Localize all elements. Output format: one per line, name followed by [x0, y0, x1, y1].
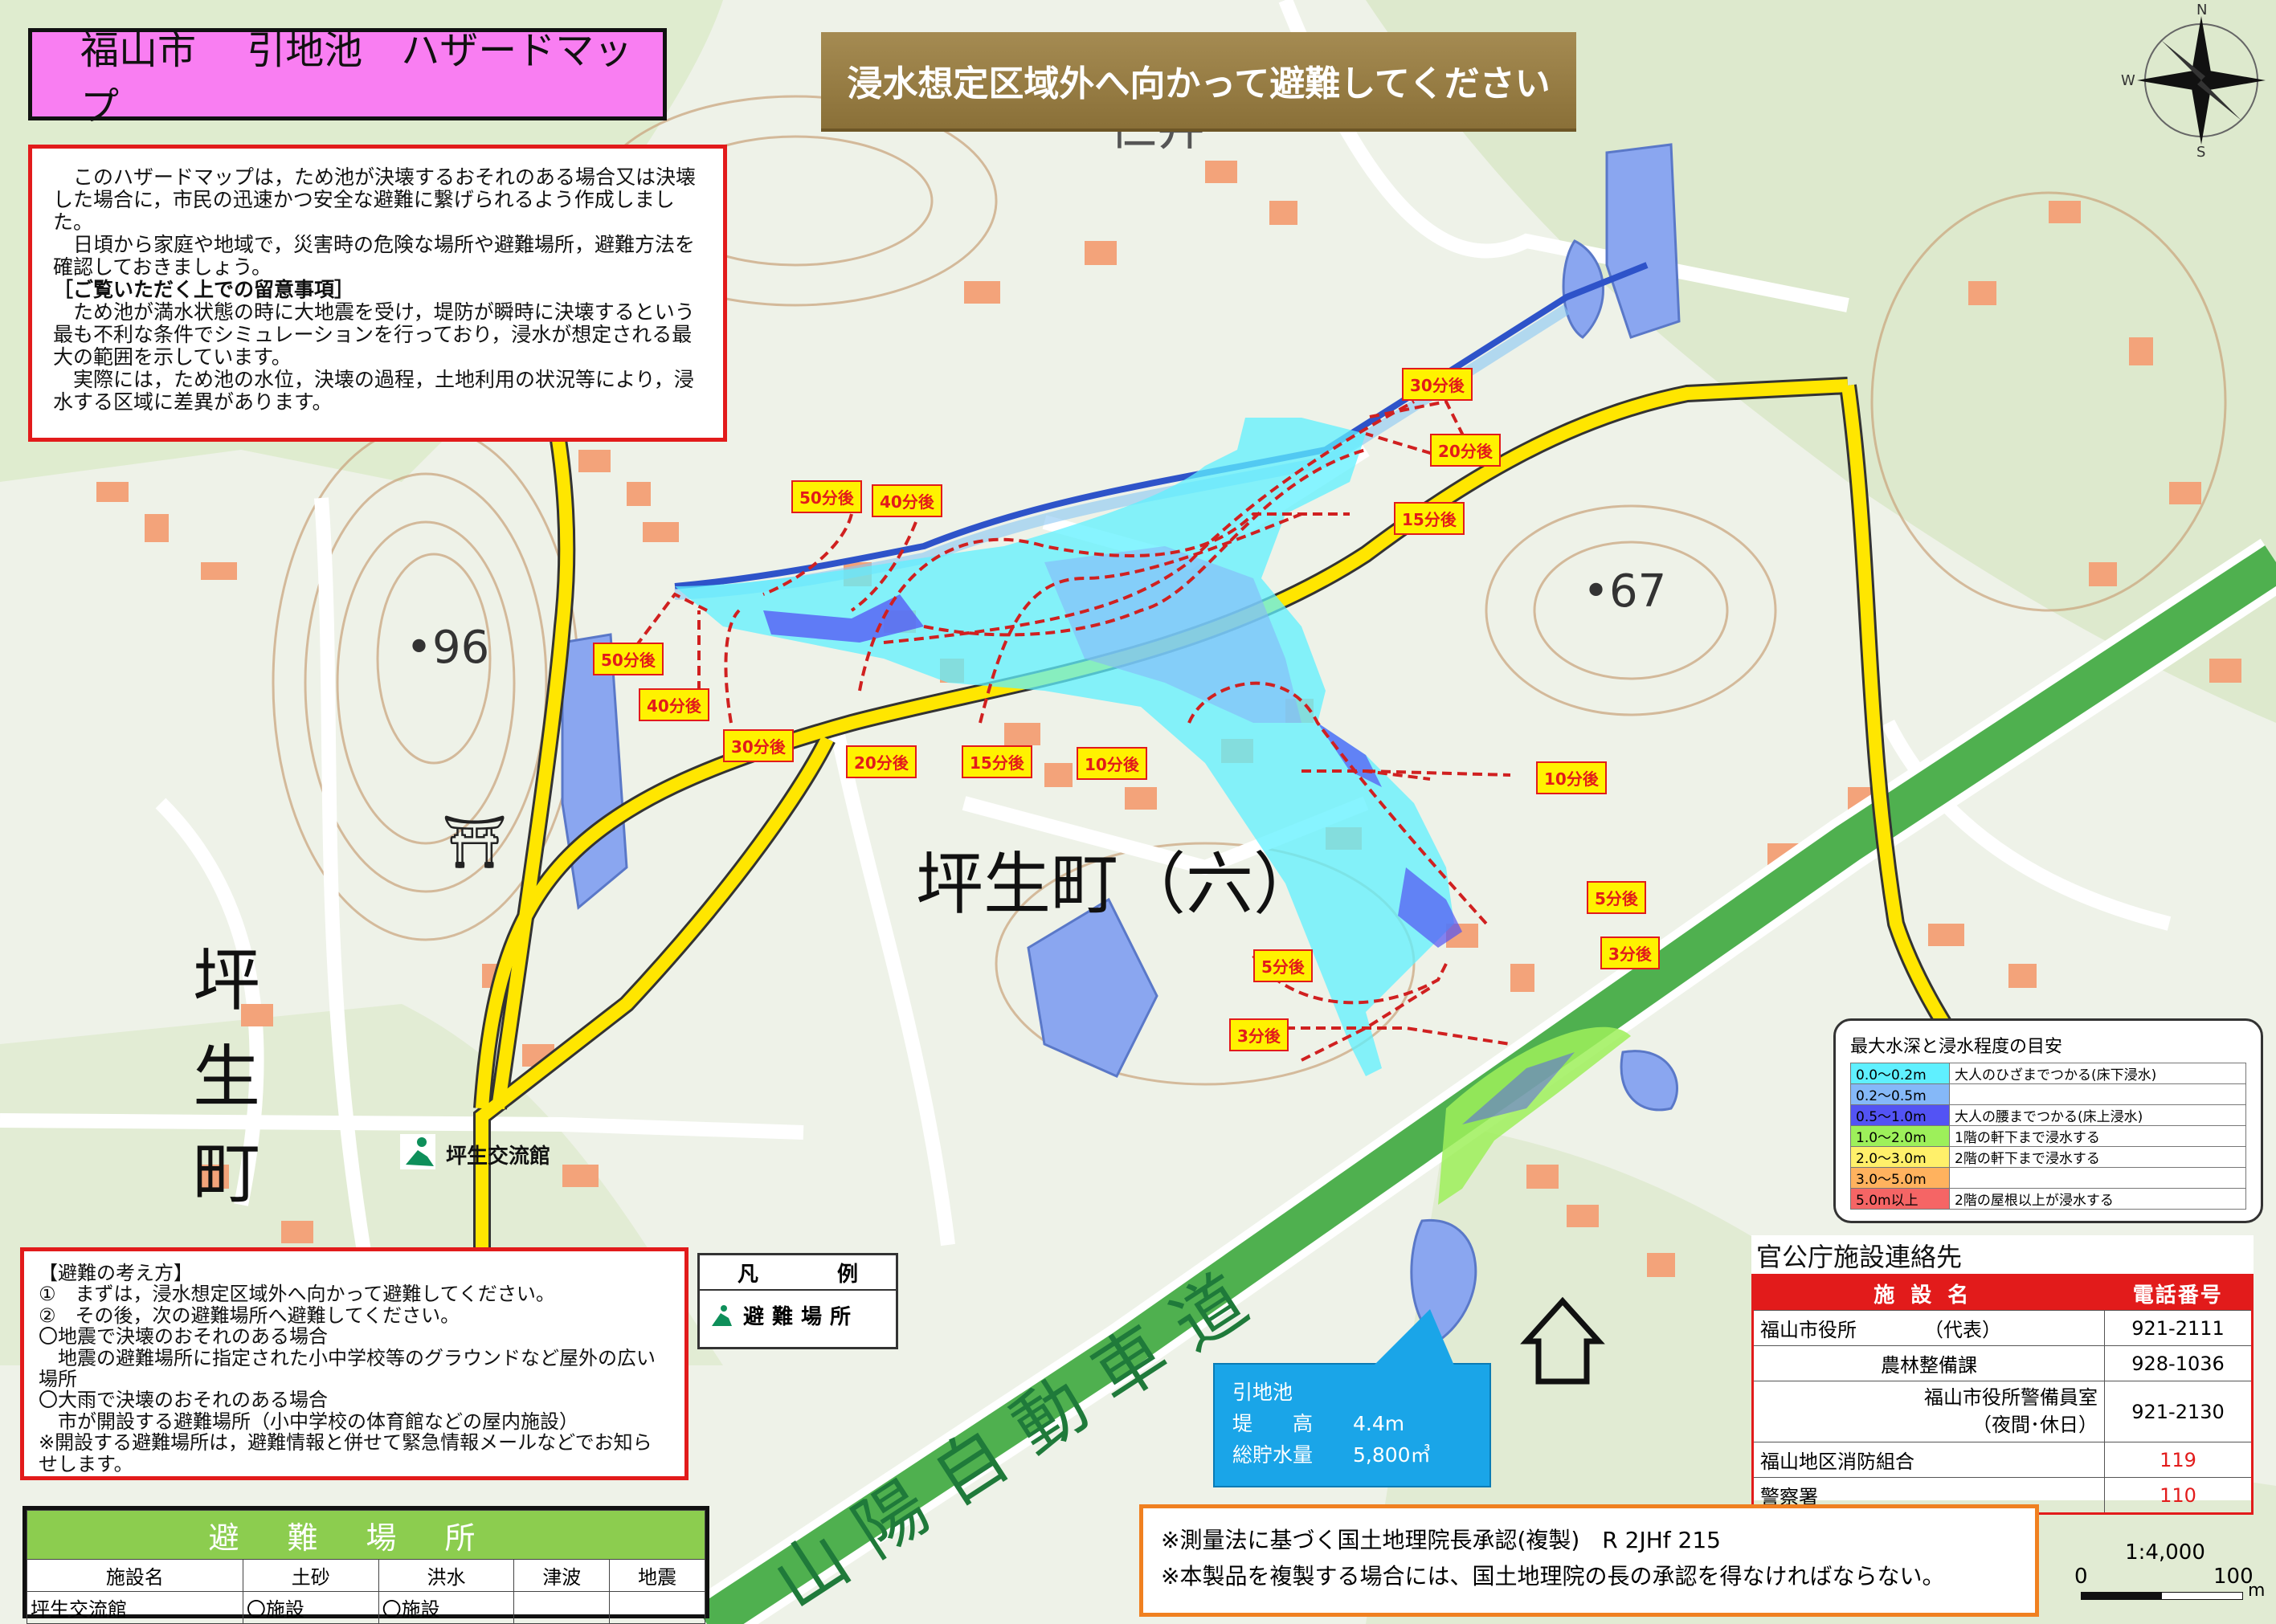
- arrival-time-label: 10分後: [1536, 761, 1607, 794]
- col-header: 洪水: [378, 1559, 515, 1592]
- col-header: 土砂: [242, 1559, 379, 1592]
- shrine-icon: ⛩: [442, 813, 507, 872]
- svg-text:坪: 坪: [193, 941, 260, 1020]
- arrival-time-label: 5分後: [1587, 881, 1646, 914]
- map-legend: 凡 例 避難場所: [697, 1253, 898, 1349]
- arrival-time-lines: [625, 399, 1511, 1062]
- svg-text:S: S: [2196, 144, 2205, 161]
- arrival-time-label: 20分後: [846, 745, 917, 778]
- gov-col-name: 施設名: [1752, 1275, 2105, 1311]
- table-row: 坪生交流館 〇施設 〇施設: [27, 1591, 705, 1624]
- intro-text: このハザードマップは，ため池が決壊するおそれのある場合又は決壊した場合に，市民の…: [53, 165, 697, 234]
- intro-text: 日頃から家庭や地域で，災害時の危険な場所や避難場所，避難方法を確認しておきましょ…: [53, 233, 696, 279]
- scale-bar: 1:4,000 0 100 m: [2074, 1540, 2266, 1601]
- arrival-time-label: 50分後: [593, 643, 664, 675]
- svg-text:W: W: [2121, 72, 2135, 89]
- shelter-table: 避難場所 施設名 土砂 洪水 津波 地震 坪生交流館 〇施設 〇施設: [22, 1506, 709, 1624]
- col-header: 地震: [609, 1559, 705, 1592]
- house-icon: [1520, 1296, 1605, 1385]
- depth-row: 3.0〜5.0m: [1850, 1167, 2246, 1189]
- arrival-time-label: 3分後: [1600, 936, 1660, 969]
- table-row: 福山市役所 （代表）921-2111: [1751, 1310, 2253, 1346]
- shelter-marker-label: 坪生交流館: [446, 1144, 550, 1169]
- evacuation-banner: 浸水想定区域外へ向かって避難してください: [821, 32, 1576, 129]
- arrival-time-label: 15分後: [962, 745, 1032, 778]
- guidance-line: 市が開設する避難場所（小中学校の体育館などの屋内施設）: [39, 1410, 578, 1433]
- col-header: 施設名: [27, 1559, 243, 1592]
- svg-text:生: 生: [193, 1038, 260, 1116]
- arrival-time-label: 15分後: [1394, 502, 1465, 535]
- arrival-time-label: 40分後: [639, 688, 709, 721]
- depth-legend-title: 最大水深と浸水程度の目安: [1850, 1037, 2063, 1057]
- arrival-time-label: 40分後: [872, 484, 942, 517]
- town-label-main: 坪生町（六）: [916, 845, 1321, 924]
- legend-title: 凡 例: [700, 1255, 896, 1291]
- arrival-time-label: 10分後: [1077, 747, 1147, 780]
- elevation-67: •67: [1583, 565, 1666, 618]
- gov-col-phone: 電話番号: [2104, 1275, 2253, 1311]
- intro-text: 実際には，ため池の水位，決壊の過程，土地利用の状況等により，浸水する区域に差異が…: [53, 368, 694, 414]
- copyright-notice: ※測量法に基づく国土地理院長承認(複製) R 2JHf 215 ※本製品を複製す…: [1139, 1504, 2039, 1617]
- pond-height: 4.4m: [1353, 1411, 1405, 1435]
- arrival-time-label: 5分後: [1253, 949, 1313, 982]
- col-header: 津波: [513, 1559, 611, 1592]
- guidance-line: 〇地震で決壊のおそれのある場合: [39, 1325, 328, 1349]
- shelter-icon: [708, 1301, 735, 1329]
- svg-text:町: 町: [193, 1134, 260, 1213]
- table-row: 福山市役所警備員室（夜間･休日）921-2130: [1751, 1380, 2253, 1443]
- guidance-line: 〇大雨で決壊のおそれのある場合: [39, 1389, 328, 1412]
- elevation-96: •96: [406, 622, 489, 674]
- arrival-time-label: 50分後: [791, 480, 862, 513]
- intro-panel: このハザードマップは，ため池が決壊するおそれのある場合又は決壊した場合に，市民の…: [28, 145, 727, 442]
- shelter-marker[interactable]: 坪生交流館: [400, 1134, 550, 1169]
- evacuation-guidance: 【避難の考え方】 ① まずは，浸水想定区域外へ向かって避難してください。 ② そ…: [20, 1247, 689, 1480]
- arrival-time-label: 30分後: [1402, 368, 1473, 401]
- guidance-line: ① まずは，浸水想定区域外へ向かって避難してください。: [39, 1283, 555, 1306]
- pond-volume: 5,800㎥: [1353, 1442, 1431, 1467]
- arrival-time-label: 3分後: [1229, 1018, 1289, 1051]
- gov-title: 官公庁施設連絡先: [1756, 1242, 1963, 1272]
- svg-text:N: N: [2196, 2, 2207, 18]
- legend-item-label: 避難場所: [743, 1305, 860, 1329]
- town-label-side: 坪 生 町: [193, 941, 260, 1213]
- pond-name: 引地池: [1232, 1381, 1293, 1404]
- guidance-line: 【避難の考え方】: [39, 1262, 193, 1284]
- government-contacts: 官公庁施設連絡先 施設名電話番号 福山市役所 （代表）921-2111 農林整備…: [1751, 1235, 2254, 1516]
- callout-pointer: [1374, 1309, 1454, 1365]
- guidance-line: ※開設する避難場所は，避難情報と併せて緊急情報メールなどでお知らせします。: [39, 1431, 652, 1475]
- intro-heading: ［ご覧いただく上での留意事項］: [53, 278, 355, 301]
- arrival-time-label: 20分後: [1430, 434, 1501, 467]
- depth-row: 0.2〜0.5m: [1850, 1083, 2246, 1105]
- arrival-time-label: 30分後: [723, 729, 794, 762]
- intro-text: ため池が満水状態の時に大地震を受け，堤防が瞬時に決壊するという最も不利な条件でシ…: [53, 300, 695, 369]
- page-title: 福山市 引地池 ハザードマップ: [28, 28, 667, 129]
- compass-rose: N S W: [2121, 2, 2266, 161]
- terrain-green: [1366, 0, 2276, 723]
- shelter-table-title: 避難場所: [27, 1510, 705, 1560]
- guidance-line: 地震の避難場所に指定された小中学校等のグラウンドなど屋外の広い場所: [39, 1346, 656, 1390]
- guidance-line: ② その後，次の避難場所へ避難してください。: [39, 1304, 460, 1327]
